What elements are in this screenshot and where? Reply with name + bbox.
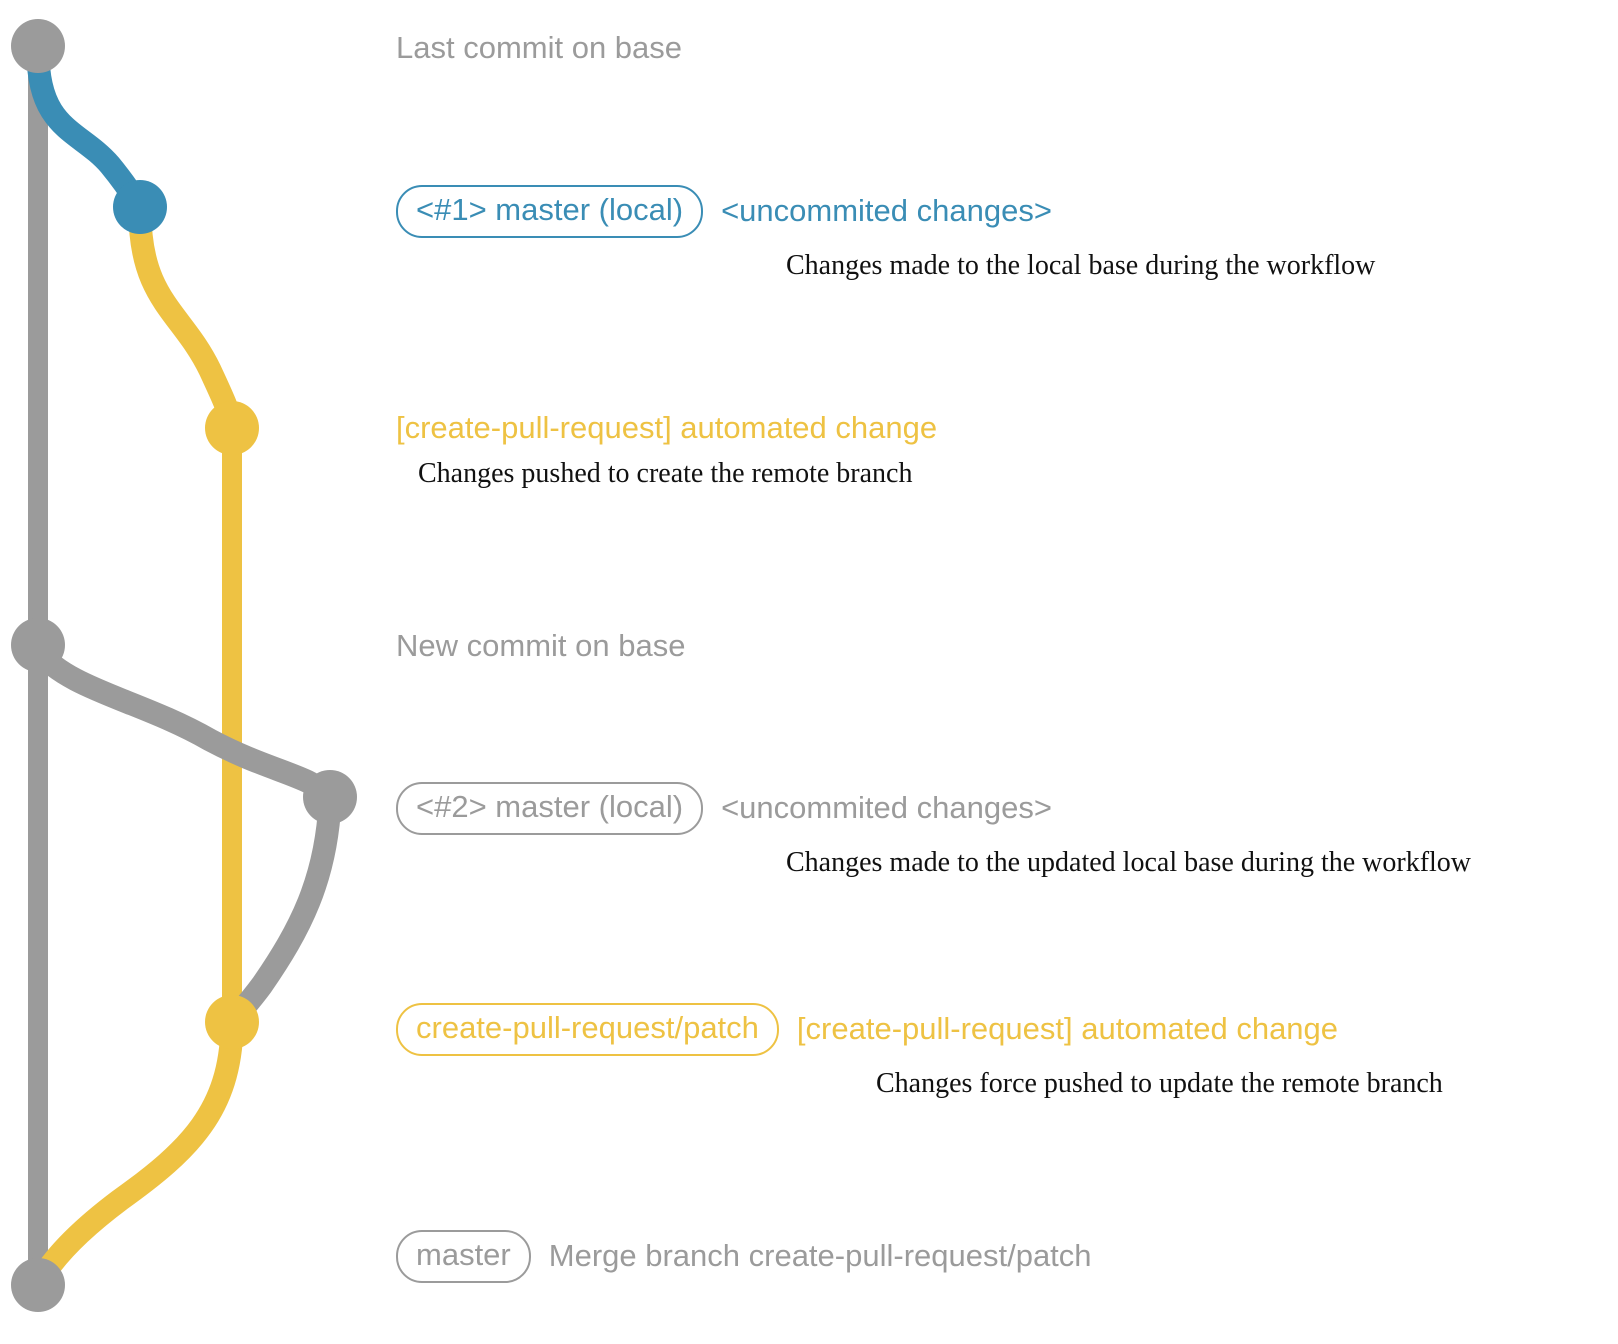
node-merge-master[interactable]: [11, 1258, 65, 1312]
row-merge-master: master Merge branch create-pull-request/…: [396, 1230, 1092, 1283]
commit-subject: <uncommited changes>: [721, 790, 1052, 826]
ref-badge-master-local-1[interactable]: <#1> master (local): [396, 185, 704, 238]
row-new-commit-on-base: New commit on base: [396, 628, 685, 664]
ref-badge-master-local-2[interactable]: <#2> master (local): [396, 782, 704, 835]
edge-base-to-local-2: [26, 639, 342, 809]
commit-note: Changes force pushed to update the remot…: [876, 1067, 1443, 1099]
row-line: Last commit on base: [396, 30, 682, 66]
edge-base-to-local-1: [26, 40, 152, 219]
node-master-local-1[interactable]: [113, 180, 167, 234]
row-line: <#1> master (local) <uncommited changes>: [396, 185, 1375, 238]
row-master-local-1: <#1> master (local) <uncommited changes>…: [396, 185, 1375, 282]
row-master-local-2: <#2> master (local) <uncommited changes>…: [396, 782, 1471, 879]
row-automated-change-1: [create-pull-request] automated change C…: [396, 410, 937, 490]
commit-subject: Merge branch create-pull-request/patch: [548, 1238, 1092, 1274]
node-master-local-2[interactable]: [303, 770, 357, 824]
commit-subject: [create-pull-request] automated change: [796, 1011, 1339, 1047]
row-line: master Merge branch create-pull-request/…: [396, 1230, 1092, 1283]
commit-note: Changes made to the local base during th…: [786, 249, 1376, 281]
node-new-commit-on-base[interactable]: [11, 618, 65, 672]
node-last-commit-on-base[interactable]: [11, 19, 65, 73]
row-last-commit-on-base: Last commit on base: [396, 30, 682, 66]
edge-patch-2-to-merge: [26, 1015, 244, 1297]
commit-note: Changes pushed to create the remote bran…: [418, 458, 913, 489]
row-line: New commit on base: [396, 628, 685, 664]
row-line: [create-pull-request] automated change: [396, 410, 937, 446]
edge-local-1-to-patch-1: [128, 200, 244, 440]
row-line: create-pull-request/patch [create-pull-r…: [396, 1003, 1443, 1056]
node-automated-change-2[interactable]: [205, 995, 259, 1049]
ref-badge-create-pull-request-patch[interactable]: create-pull-request/patch: [396, 1003, 779, 1056]
commit-subject: New commit on base: [396, 628, 686, 663]
commit-note: Changes made to the updated local base d…: [786, 846, 1472, 878]
edge-local-2-to-patch-2: [220, 790, 342, 1034]
ref-badge-master[interactable]: master: [396, 1230, 531, 1283]
commit-subject: <uncommited changes>: [721, 193, 1052, 229]
row-automated-change-2: create-pull-request/patch [create-pull-r…: [396, 1003, 1443, 1100]
node-automated-change-1[interactable]: [205, 401, 259, 455]
row-line: <#2> master (local) <uncommited changes>: [396, 782, 1471, 835]
commit-graph-svg: [11, 19, 357, 1312]
commit-subject: [create-pull-request] automated change: [396, 410, 938, 445]
commit-subject: Last commit on base: [396, 30, 683, 65]
